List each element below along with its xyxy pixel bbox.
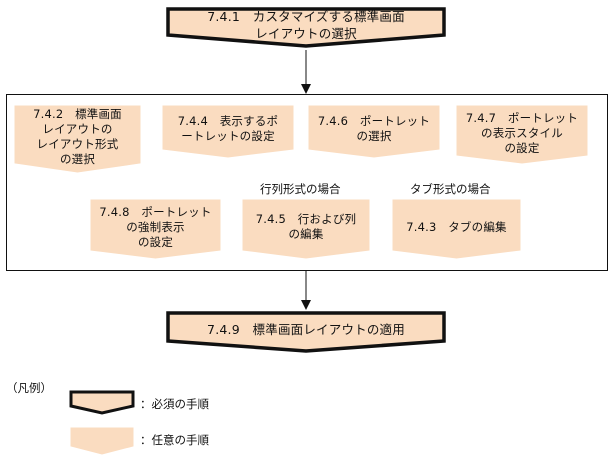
required-step-shape-bottom bbox=[166, 311, 446, 353]
optional-step-7-4-3: 7.4.3 タブの編集 bbox=[406, 219, 507, 234]
condition-label-matrix: 行列形式の場合 bbox=[260, 182, 341, 196]
optional-step-shape-7-4-7 bbox=[456, 105, 588, 164]
optional-step-7-4-7: 7.4.7 ポートレット の表示スタイル の設定 bbox=[465, 110, 579, 155]
required-step-7-4-1: 7.4.1 カスタマイズする標準画面 レイアウトの選択 bbox=[207, 9, 405, 41]
optional-step-shape-7-4-4 bbox=[162, 105, 294, 158]
legend-required-label: ：必須の手順 bbox=[140, 397, 209, 411]
optional-step-shape-7-4-6 bbox=[308, 105, 440, 158]
optional-steps-frame bbox=[6, 94, 608, 271]
optional-step-shape-7-4-8 bbox=[90, 199, 221, 259]
optional-step-7-4-2: 7.4.2 標準画面 レイアウトの レイアウト形式 の選択 bbox=[33, 107, 122, 166]
optional-step-7-4-8: 7.4.8 ポートレット の強制表示 の設定 bbox=[99, 204, 212, 249]
optional-step-7-4-5: 7.4.5 行および列 の編集 bbox=[255, 212, 357, 241]
connector-top-to-frame bbox=[301, 50, 311, 94]
required-step-shape-top bbox=[166, 7, 446, 48]
legend-optional-shape bbox=[70, 427, 134, 455]
condition-label-tab: タブ形式の場合 bbox=[410, 182, 491, 196]
optional-step-7-4-4: 7.4.4 表示するポ ートレットの設定 bbox=[177, 114, 279, 143]
legend-title: （凡例） bbox=[6, 381, 52, 395]
required-step-7-4-9: 7.4.9 標準画面レイアウトの適用 bbox=[207, 321, 405, 337]
optional-step-7-4-6: 7.4.6 ポートレット の選択 bbox=[317, 114, 431, 143]
optional-step-shape-7-4-2 bbox=[14, 105, 141, 173]
optional-step-shape-7-4-3 bbox=[392, 199, 521, 259]
optional-step-shape-7-4-5 bbox=[242, 199, 370, 259]
legend-optional-label: ：任意の手順 bbox=[140, 433, 209, 447]
legend-required-shape bbox=[69, 390, 135, 415]
connector-frame-to-bottom bbox=[301, 271, 311, 310]
